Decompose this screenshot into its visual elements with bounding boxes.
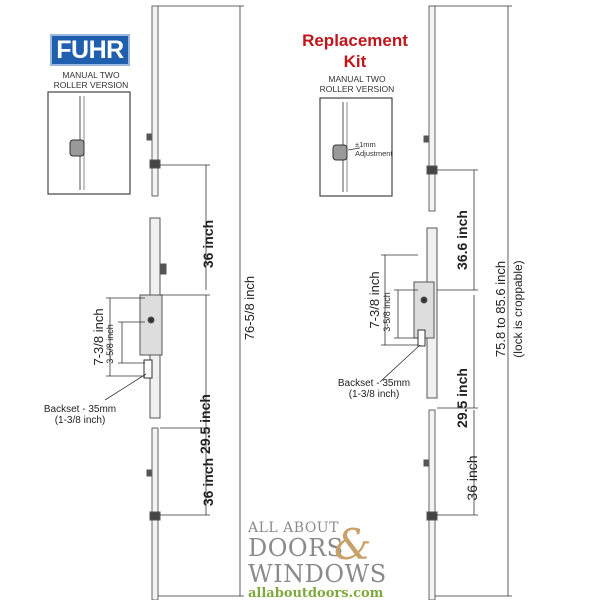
left-dim-overall: 76-5/8 inch: [242, 275, 257, 341]
brand-doors: DOORS: [248, 534, 344, 562]
left-backset-label: Backset - 35mm (1-3/8 inch): [40, 404, 120, 426]
left-inset-frame: [47, 91, 131, 195]
right-version-label: MANUAL TWO ROLLER VERSION: [312, 74, 402, 94]
replacement-title-line-2: Kit: [343, 52, 367, 71]
right-roller-bottom: [426, 511, 438, 521]
right-dim-36-bottom: 36 inch: [464, 455, 480, 501]
adjustment-label: ±1mm Adjustment: [355, 140, 401, 158]
right-rod-top: [428, 5, 436, 212]
brand-url: allaboutdoors.com: [248, 586, 384, 601]
left-small-part-1: [146, 133, 152, 141]
brand-windows: WINDOWS: [248, 560, 387, 588]
left-latch-dot: [147, 316, 155, 324]
right-dim-3-5-8: 3-5/8 inch: [382, 292, 392, 332]
brand-ampersand: &: [334, 520, 372, 569]
right-version-line-2: ROLLER VERSION: [319, 84, 395, 94]
left-small-part-2: [146, 469, 152, 477]
right-dim-overall-note: (lock is croppable): [511, 260, 525, 358]
left-version-line-2: ROLLER VERSION: [53, 80, 129, 90]
left-backset-line-1: Backset - 35mm: [43, 404, 117, 415]
adjustment-line-2: Adjustment: [355, 149, 393, 158]
right-dim-29-5: 29.5 inch: [454, 368, 470, 428]
fuhr-logo: FUHR: [50, 34, 130, 66]
right-inset-frame: [319, 97, 393, 197]
left-dim-36-bottom: 36 inch: [200, 457, 216, 507]
left-roller-bottom: [149, 511, 161, 521]
left-latch-plate: [139, 294, 163, 356]
left-dim-lines: [104, 5, 244, 597]
replacement-title-line-1: Replacement: [302, 31, 408, 50]
brand-logo: ALL ABOUT DOORS & WINDOWS allaboutdoors.…: [248, 520, 398, 601]
right-backset-label: Backset - 35mm (1-3/8 inch): [334, 378, 414, 400]
right-roller-top: [426, 165, 438, 175]
left-dim-36-top: 36 inch: [200, 219, 216, 269]
left-version-label: MANUAL TWO ROLLER VERSION: [46, 70, 136, 90]
right-dim-36-6: 36.6 inch: [454, 210, 470, 270]
adjustment-line-1: ±1mm: [355, 140, 376, 149]
right-dim-7-3-8: 7-3/8 inch: [367, 271, 382, 329]
right-backset-line-2: (1-3/8 inch): [348, 389, 400, 400]
right-rod-bottom: [428, 409, 436, 600]
left-version-line-1: MANUAL TWO: [62, 70, 120, 80]
right-version-line-1: MANUAL TWO: [328, 74, 386, 84]
right-dim-overall: 75.8 to 85.6 inch: [493, 260, 508, 358]
left-hook-1: [159, 263, 167, 275]
brand-line-1: ALL ABOUT: [248, 520, 339, 536]
left-assembly: [47, 5, 244, 600]
right-cylinder-hole: [417, 329, 426, 347]
left-cylinder-hole: [143, 359, 153, 379]
right-dim-lines: [379, 5, 512, 597]
left-dim-7-3-8: 7-3/8 inch: [91, 308, 106, 366]
right-backset-line-1: Backset - 35mm: [337, 378, 411, 389]
right-assembly: [319, 5, 512, 600]
replacement-kit-title: Replacement Kit: [285, 30, 425, 72]
left-backset-line-2: (1-3/8 inch): [54, 415, 106, 426]
left-dim-3-5-8: 3-5/8 inch: [105, 324, 115, 364]
left-roller-top: [149, 159, 161, 169]
right-latch-dot: [420, 296, 428, 304]
left-rod-top: [151, 5, 159, 197]
